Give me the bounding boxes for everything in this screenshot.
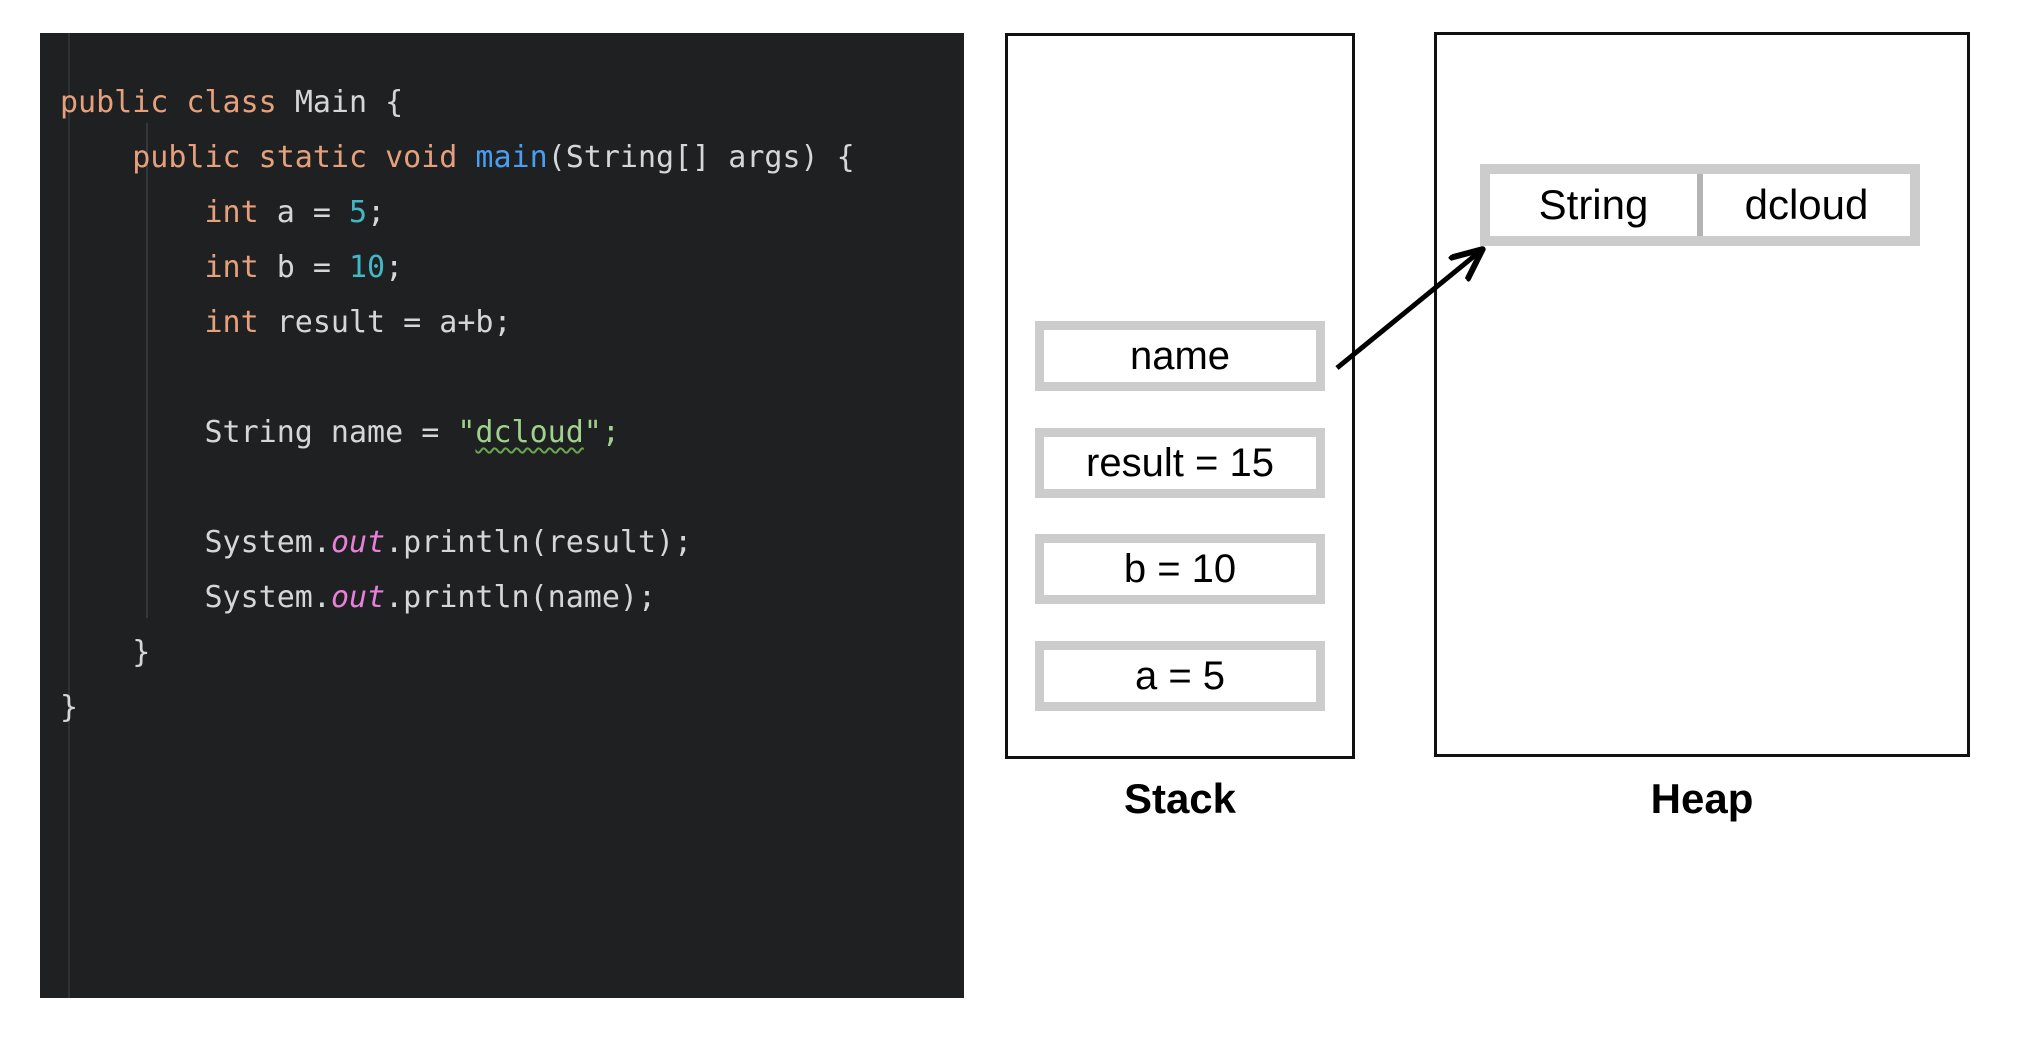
code-line: } [60, 680, 960, 735]
code-token: .println(name); [385, 580, 657, 615]
code-token: int [60, 195, 277, 230]
reference-pointer-arrow [1335, 230, 1510, 370]
code-token: a = [276, 195, 349, 230]
stack-cell-label: result = 15 [1086, 441, 1274, 485]
code-line [60, 350, 960, 405]
code-editor-panel[interactable]: public class Main { public static void m… [40, 33, 964, 998]
code-line: String name = "dcloud"; [60, 405, 960, 460]
code-line: int result = a+b; [60, 295, 960, 350]
code-token: 10 [349, 250, 386, 285]
code-line: int b = 10; [60, 240, 960, 295]
code-line: System.out.println(result); [60, 515, 960, 570]
heap-object-value-cell: dcloud [1697, 174, 1910, 236]
code-token: ; [367, 195, 386, 230]
heap-region-label: Heap [1650, 775, 1754, 822]
stack-cell-a: a = 5 [1035, 641, 1325, 711]
code-token: public static void [60, 140, 476, 175]
editor-indent-guide [146, 123, 148, 618]
code-line: public static void main(String[] args) { [60, 130, 960, 185]
code-line: System.out.println(name); [60, 570, 960, 625]
code-token: public class [60, 85, 295, 120]
heap-object-type-cell: String [1490, 174, 1697, 236]
code-token: Main { [294, 85, 404, 120]
stack-cell-label: b = 10 [1123, 547, 1237, 591]
code-token: ; [385, 250, 404, 285]
stack-cell-label: name [1129, 334, 1231, 378]
code-line: public class Main { [60, 75, 960, 130]
heap-object-string: String dcloud [1480, 164, 1920, 246]
stack-region-label: Stack [1123, 775, 1237, 822]
heap-object-type-label: String [1538, 181, 1649, 228]
code-token: main [475, 140, 548, 175]
code-token: int [60, 305, 277, 340]
code-token: result = a+b; [276, 305, 512, 340]
code-token: dcloud [475, 415, 584, 450]
code-token: String name = [60, 415, 458, 450]
stack-cell-name: name [1035, 321, 1325, 391]
code-token: System. [60, 525, 331, 560]
editor-gutter-divider [68, 33, 70, 998]
stack-cell-result: result = 15 [1035, 428, 1325, 498]
stack-region-box [1005, 33, 1355, 759]
code-token: System. [60, 580, 331, 615]
stack-cell-label: a = 5 [1134, 654, 1226, 698]
code-line: int a = 5; [60, 185, 960, 240]
code-line: } [60, 625, 960, 680]
code-token: } [60, 635, 151, 670]
heap-object-value-label: dcloud [1744, 181, 1869, 228]
code-token: 5 [349, 195, 368, 230]
code-token: "; [583, 415, 620, 450]
java-source-code[interactable]: public class Main { public static void m… [60, 75, 960, 735]
code-token: out [330, 580, 386, 615]
code-token: (String[] args) { [547, 140, 855, 175]
stack-cell-b: b = 10 [1035, 534, 1325, 604]
code-token: int [60, 250, 277, 285]
code-token: b = [276, 250, 349, 285]
code-line [60, 460, 960, 515]
code-token: .println(result); [385, 525, 693, 560]
heap-region-box [1434, 32, 1970, 757]
code-token: out [330, 525, 386, 560]
code-token: " [457, 415, 476, 450]
code-token: } [60, 690, 79, 725]
